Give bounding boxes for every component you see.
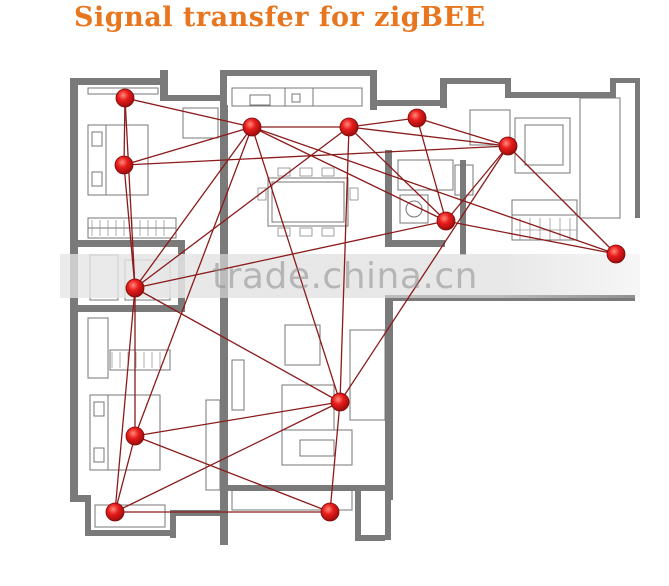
signal-node-icon — [320, 502, 340, 522]
signal-link — [124, 97, 136, 289]
signal-link — [348, 117, 418, 128]
signal-link — [123, 97, 126, 166]
signal-link — [251, 126, 617, 255]
signal-link — [134, 287, 341, 403]
signal-node-icon — [436, 211, 456, 231]
diagram-title: Signal transfer for zigBEE — [74, 2, 486, 33]
signal-node-icon — [339, 117, 359, 137]
signal-link — [507, 145, 617, 255]
signal-link — [134, 126, 253, 437]
signal-link — [124, 97, 253, 128]
watermark-band-left — [60, 254, 185, 298]
signal-link — [134, 435, 331, 513]
signal-link — [123, 145, 509, 166]
signal-link — [251, 126, 341, 403]
signal-node-icon — [115, 88, 135, 108]
signal-link — [251, 126, 447, 222]
signal-link — [114, 401, 341, 513]
signal-node-icon — [407, 108, 427, 128]
signal-node-icon — [330, 392, 350, 412]
signal-node-icon — [105, 502, 125, 522]
signal-link — [114, 287, 136, 513]
signal-link — [134, 401, 341, 437]
signal-link — [134, 126, 350, 289]
signal-node-icon — [125, 278, 145, 298]
signal-link — [348, 126, 509, 147]
signal-links — [114, 97, 617, 513]
signal-link — [123, 126, 253, 166]
chairs — [257, 167, 359, 237]
signal-link — [123, 164, 136, 289]
signal-link — [134, 220, 447, 289]
signal-link — [134, 126, 253, 289]
signal-link — [339, 145, 509, 403]
signal-link — [348, 126, 447, 222]
signal-link — [329, 401, 341, 513]
signal-link — [339, 126, 350, 403]
signal-link — [445, 145, 509, 222]
signal-node-icon — [114, 155, 134, 175]
watermark-text: trade.china.cn — [212, 256, 478, 297]
signal-node-icon — [125, 426, 145, 446]
signal-link — [416, 117, 447, 222]
signal-link — [416, 117, 509, 147]
signal-node-icon — [498, 136, 518, 156]
signal-link — [445, 220, 617, 255]
signal-node-icon — [606, 244, 626, 264]
signal-link — [114, 435, 136, 513]
walls — [70, 70, 640, 545]
signal-nodes — [105, 88, 626, 522]
signal-node-icon — [242, 117, 262, 137]
